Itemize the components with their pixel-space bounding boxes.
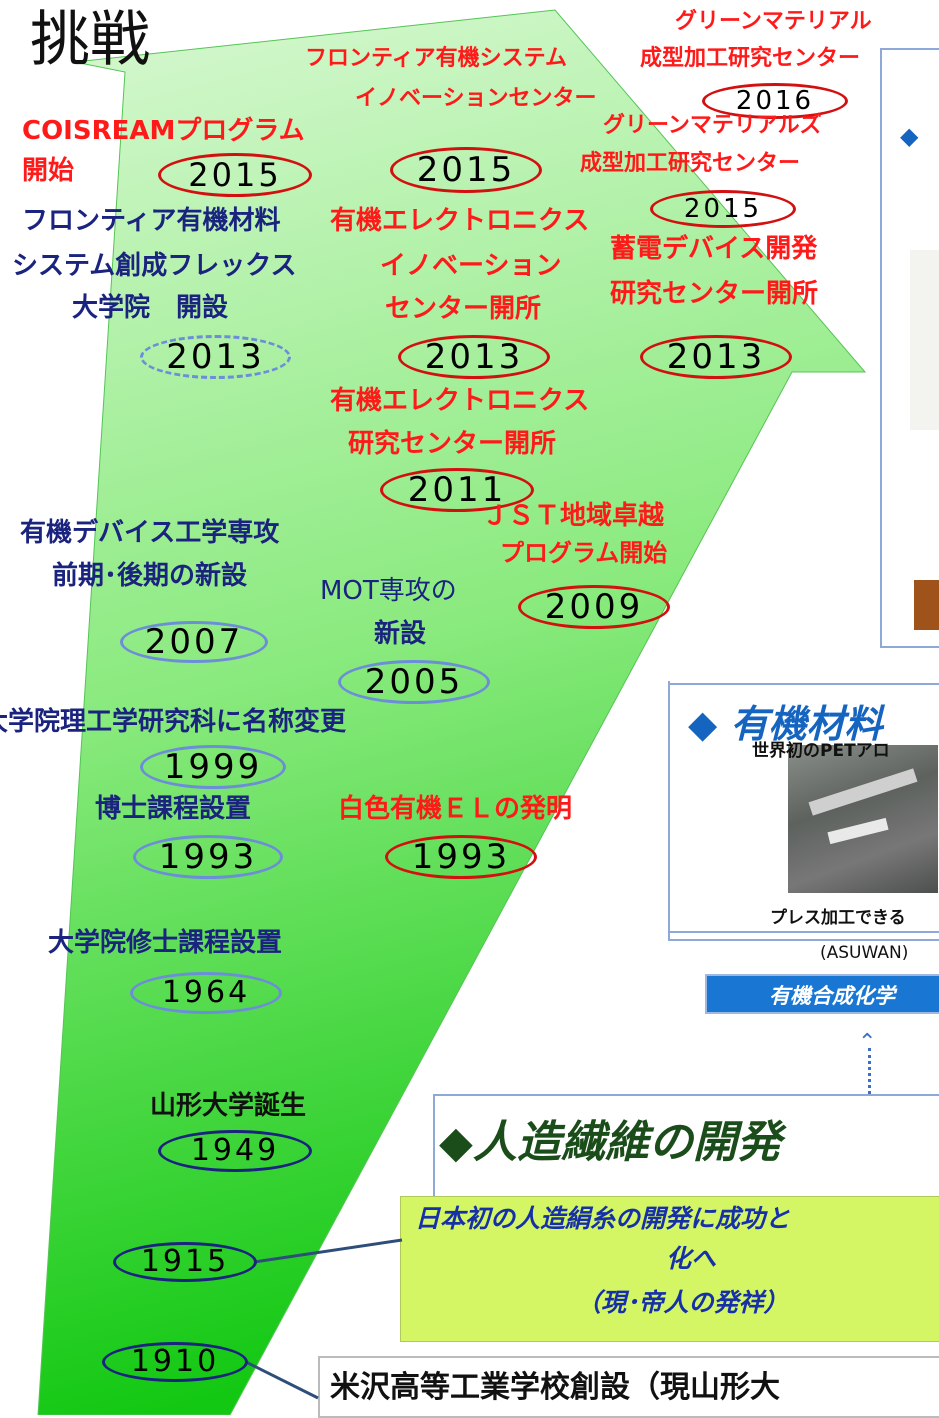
event-master: 大学院修士課程設置 <box>48 928 283 958</box>
year-1993-doctor: 1993 <box>133 835 283 879</box>
event-greens-1: グリーンマテリアルズ <box>603 113 822 138</box>
event-rename: 大学院理工学研究科に名称変更 <box>0 707 347 737</box>
event-green-material-1: グリーンマテリアル <box>675 9 872 34</box>
organic-caption-2: 世界初のPETアロ <box>752 741 890 761</box>
year-2015-frontier: 2015 <box>390 147 542 193</box>
year-1915: 1915 <box>113 1242 257 1282</box>
brown-block <box>914 580 939 630</box>
event-oe-research-2: 研究センター開所 <box>348 429 557 459</box>
event-greens-2: 成型加工研究センター <box>580 151 801 176</box>
page-title: 挑戦 <box>30 5 150 75</box>
organic-caption-1: プレス加工できる <box>770 908 906 928</box>
fiber-highlight-box: 日本初の人造絹糸の開発に成功と 化へ （現･帝人の発祥） <box>400 1196 939 1342</box>
event-birth: 山形大学誕生 <box>150 1091 307 1121</box>
event-oe-innovation-1: 有機エレクトロニクス <box>330 206 590 236</box>
fiber-line-2: 化へ <box>666 1244 717 1273</box>
event-jst-2: プログラム開始 <box>500 539 668 567</box>
dotted-connector <box>868 1048 871 1094</box>
year-1910: 1910 <box>102 1342 248 1382</box>
event-flex-1: フロンティア有機材料 <box>22 206 281 236</box>
event-flex-3: 大学院 開設 <box>72 293 229 323</box>
event-mot-2: 新設 <box>374 619 427 649</box>
year-2011: 2011 <box>380 468 534 512</box>
organic-heading: 有機材料 <box>730 702 883 746</box>
event-device-2: 前期･後期の新設 <box>52 561 248 591</box>
event-green-material-2: 成型加工研究センター <box>640 46 861 71</box>
event-oe-innovation-2: イノベーション <box>380 251 562 281</box>
year-1964: 1964 <box>130 972 282 1014</box>
year-2015-greens: 2015 <box>650 190 796 228</box>
event-frontier-2: イノベーションセンター <box>355 86 597 111</box>
organic-lower <box>668 681 939 941</box>
event-jst-1: ＪＳＴ地域卓越 <box>482 501 665 531</box>
event-oe-research-1: 有機エレクトロニクス <box>330 386 590 416</box>
year-1999: 1999 <box>140 745 286 789</box>
year-2009: 2009 <box>518 585 670 629</box>
event-device-1: 有機デバイス工学専攻 <box>20 518 280 548</box>
year-2013-flex: 2013 <box>140 335 291 379</box>
year-1993-el: 1993 <box>385 835 537 879</box>
fiber-line-3: （現･帝人の発祥） <box>576 1288 789 1317</box>
event-doctor: 博士課程設置 <box>95 794 252 824</box>
year-2013-battery: 2013 <box>640 335 792 379</box>
image-placeholder <box>910 250 939 430</box>
fiber-line-1: 日本初の人造絹糸の開発に成功と <box>415 1204 791 1233</box>
diamond-icon: ◆ <box>688 702 718 746</box>
diamond-icon: ◆ <box>900 122 919 150</box>
organic-banner: 有機合成化学 <box>705 974 939 1014</box>
event-coisream-1: COISREAMプログラム <box>22 116 305 146</box>
event-battery-2: 研究センター開所 <box>610 279 819 309</box>
event-flex-2: システム創成フレックス <box>12 251 297 281</box>
organic-banner-label: 有機合成化学 <box>769 984 895 1008</box>
event-coisream-2: 開始 <box>22 156 75 186</box>
year-2005: 2005 <box>338 660 490 704</box>
event-battery-1: 蓄電デバイス開発 <box>610 234 818 264</box>
year-2015-coisream: 2015 <box>158 153 312 197</box>
event-mot-1-text: MOT専攻の <box>320 576 457 606</box>
founding-text: 米沢高等工業学校創設（現山形大 <box>330 1370 780 1405</box>
year-2007: 2007 <box>120 621 268 663</box>
organic-materials-panel: ◆ 有機材料 プレス加工できる <box>668 683 939 933</box>
year-2013-oe: 2013 <box>398 335 550 379</box>
year-2016: 2016 <box>702 83 848 119</box>
up-arrow-icon: ⌃ <box>858 1030 877 1055</box>
top-right-panel: ◆ <box>880 48 939 648</box>
event-oe-innovation-3: センター開所 <box>385 294 542 324</box>
fiber-heading: 人造繊維の開発 <box>472 1117 781 1168</box>
event-mot-1: MOT専攻の <box>320 575 457 609</box>
year-1949: 1949 <box>158 1130 312 1172</box>
asuwan-label: (ASUWAN) <box>820 943 909 963</box>
event-frontier-1: フロンティア有機システム <box>305 46 568 71</box>
product-photo <box>788 745 938 893</box>
event-white-el: 白色有機ＥＬの発明 <box>338 794 573 824</box>
diamond-icon: ◆ <box>439 1117 473 1168</box>
